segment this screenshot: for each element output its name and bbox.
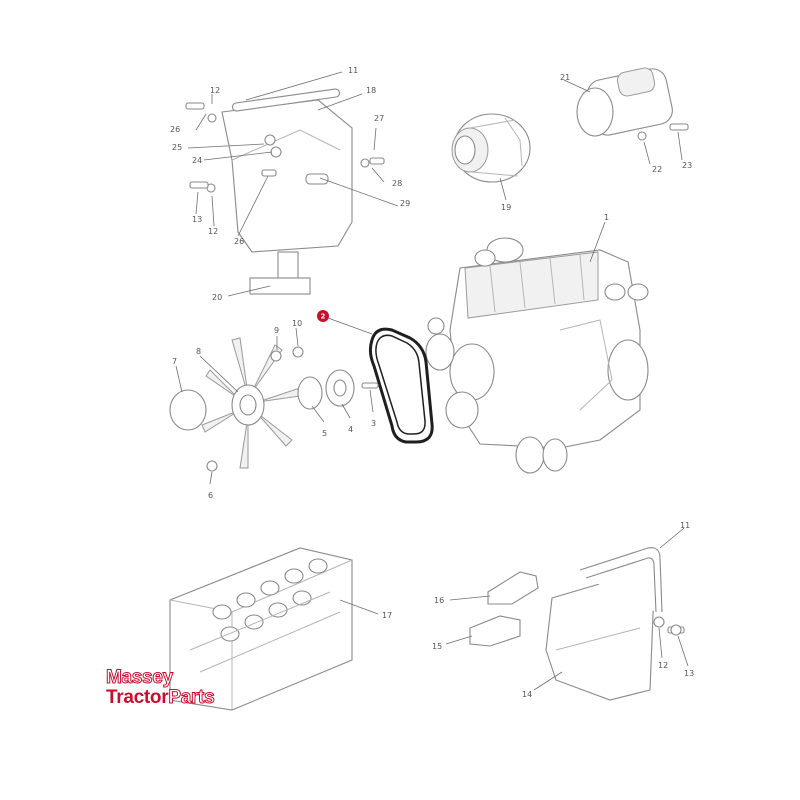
callout-13: 13 xyxy=(192,215,202,224)
callout-25: 25 xyxy=(172,143,182,152)
callout-12: 12 xyxy=(208,227,218,236)
callout-12: 12 xyxy=(210,86,220,95)
lower-bracket-group xyxy=(469,547,685,701)
callout-14: 14 xyxy=(522,690,532,699)
leader-lines xyxy=(175,71,689,691)
fan-assembly xyxy=(169,337,379,472)
callout-24: 24 xyxy=(192,156,202,165)
callout-21: 21 xyxy=(560,73,570,82)
bracket-assembly xyxy=(185,88,385,295)
callout-22: 22 xyxy=(652,165,662,174)
callout-16: 16 xyxy=(434,596,444,605)
callout-27: 27 xyxy=(374,114,384,123)
callout-17: 17 xyxy=(382,611,392,620)
callout-26: 26 xyxy=(234,237,244,246)
callout-4: 4 xyxy=(348,425,353,434)
callout-9: 9 xyxy=(274,326,279,335)
callout-2: 2 xyxy=(321,313,326,321)
drive-belt xyxy=(368,327,434,444)
callout-15: 15 xyxy=(432,642,442,651)
engine xyxy=(425,237,649,474)
callout-28: 28 xyxy=(392,179,402,188)
callout-11: 11 xyxy=(348,66,358,75)
callout-23: 23 xyxy=(682,161,692,170)
callout-10: 10 xyxy=(292,319,302,328)
highlight-callout-marker xyxy=(317,310,329,322)
callout-18: 18 xyxy=(366,86,376,95)
callout-labels: 11 12 18 26 25 24 27 28 29 13 12 26 20 2… xyxy=(170,66,694,699)
callout-3: 3 xyxy=(371,419,376,428)
alternator xyxy=(451,113,531,183)
callout-5: 5 xyxy=(322,429,327,438)
callout-26: 26 xyxy=(170,125,180,134)
cylinder-block xyxy=(169,547,353,711)
callout-11: 11 xyxy=(680,521,690,530)
callout-8: 8 xyxy=(196,347,201,356)
callout-19: 19 xyxy=(501,203,511,212)
callout-20: 20 xyxy=(212,293,222,302)
callout-29: 29 xyxy=(400,199,410,208)
callout-13: 13 xyxy=(684,669,694,678)
callout-1: 1 xyxy=(604,213,609,222)
callout-12: 12 xyxy=(658,661,668,670)
callout-7: 7 xyxy=(172,357,177,366)
callout-6: 6 xyxy=(208,491,213,500)
starter-motor xyxy=(576,67,689,141)
